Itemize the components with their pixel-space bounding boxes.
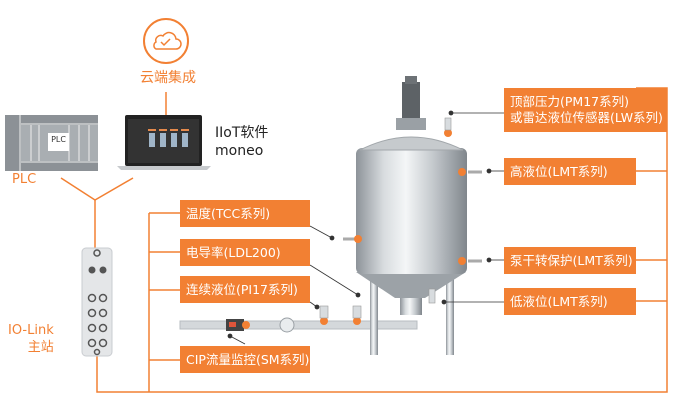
- top-pressure-line2: 或雷达液位传感器(LW系列): [510, 110, 663, 125]
- sensor-label-conductivity: 电导率(LDL200): [180, 239, 310, 266]
- iiot-software-label: IIoT软件 moneo: [215, 124, 268, 160]
- top-pressure-line1: 顶部压力(PM17系列): [510, 94, 629, 109]
- sensor-label-continuous-level: 连续液位(PI17系列): [180, 276, 310, 303]
- iolink-master-label: IO-Link 主站: [8, 322, 54, 356]
- cloud-check-icon: [143, 18, 189, 64]
- leader-lines: [227, 110, 504, 345]
- tank-image: [319, 76, 482, 355]
- sensor-label-cip-flow: CIP流量监控(SM系列): [180, 346, 310, 373]
- sensor-label-dry-run-protection: 泵干转保护(LMT系列): [504, 247, 636, 274]
- sensor-label-low-level: 低液位(LMT系列): [504, 288, 636, 315]
- sensor-label-temperature: 温度(TCC系列): [180, 200, 310, 227]
- iolink-master-image: [81, 247, 113, 357]
- software-line1: IIoT软件: [215, 125, 269, 141]
- plc-label: PLC: [12, 172, 37, 187]
- pipe-image: [179, 317, 418, 333]
- plc-module-text: PLC: [51, 135, 66, 144]
- software-line2: moneo: [215, 143, 264, 159]
- cloud-integration-label: 云端集成: [140, 70, 196, 86]
- laptop-moneo-image: [117, 115, 211, 170]
- iolink-line1: IO-Link: [8, 323, 54, 338]
- iolink-line2: 主站: [27, 340, 54, 355]
- plc-rack-image: [5, 115, 98, 171]
- sensor-label-top-pressure: 顶部压力(PM17系列) 或雷达液位传感器(LW系列): [504, 88, 667, 132]
- sensor-label-high-level: 高液位(LMT系列): [504, 158, 636, 185]
